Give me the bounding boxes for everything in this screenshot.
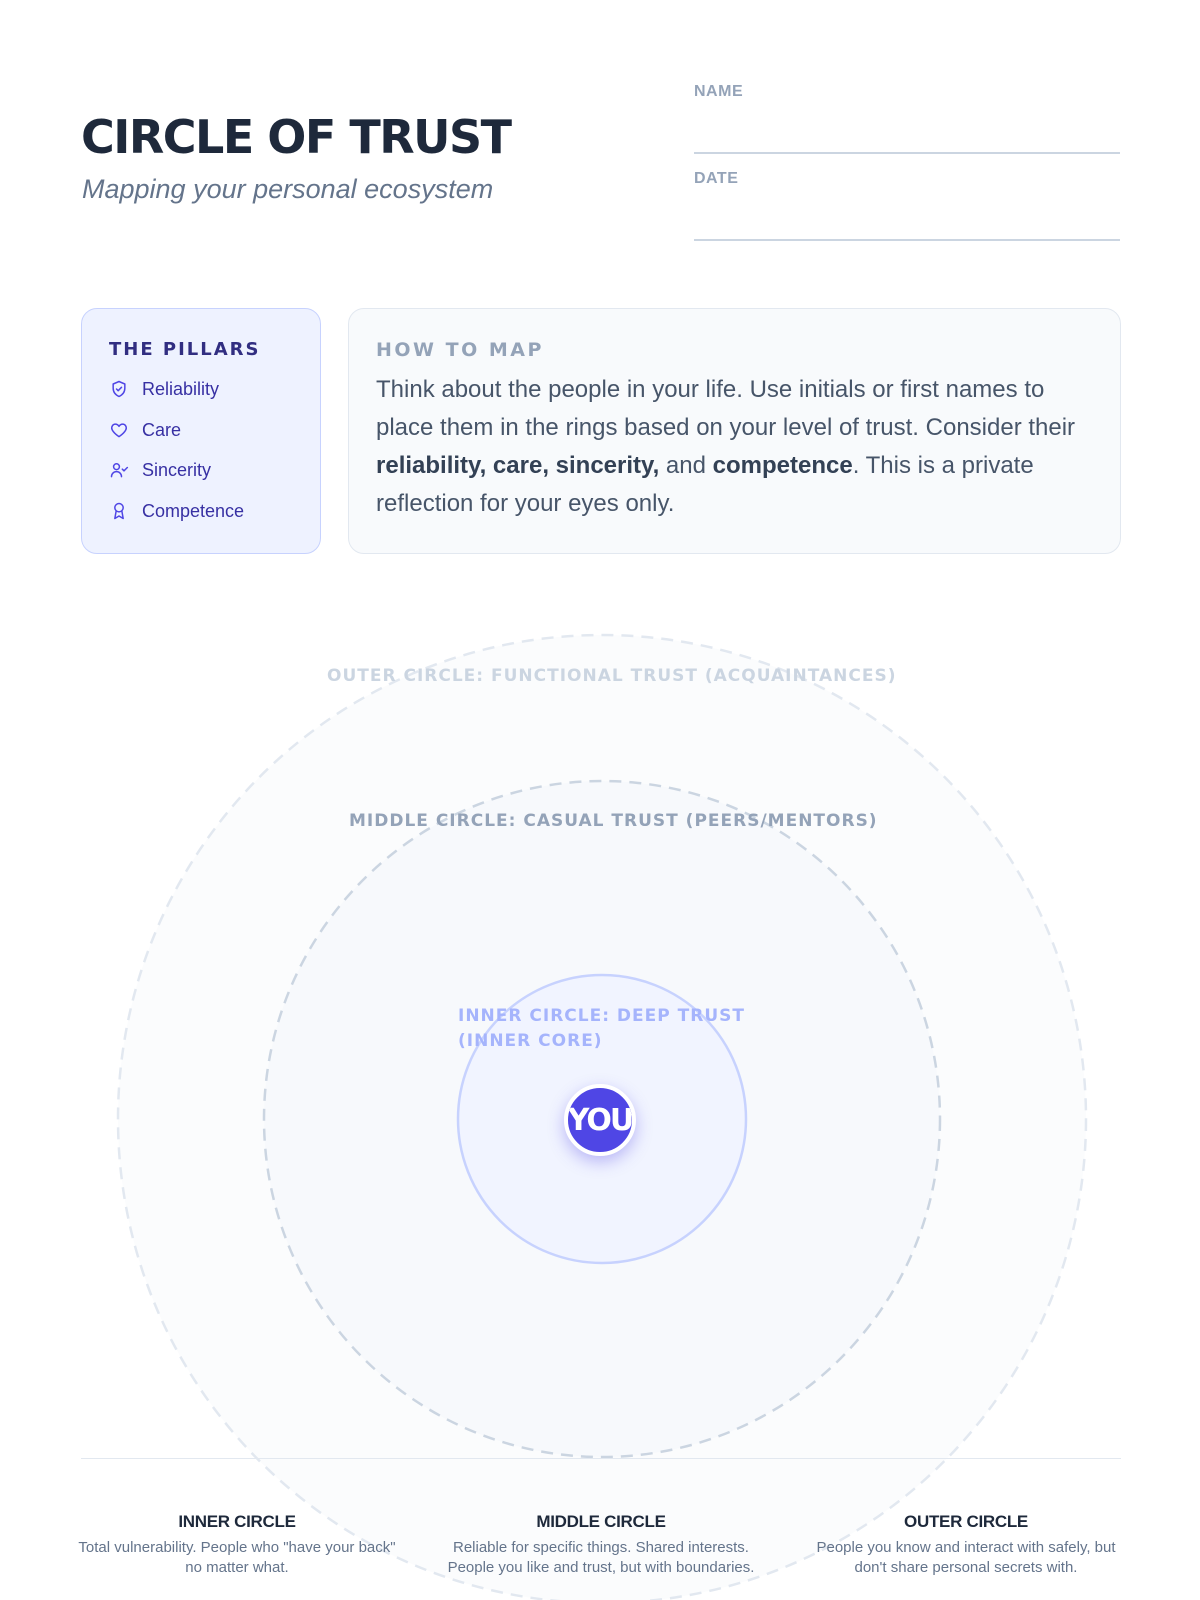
pillar-label: Care [142,419,182,440]
name-label: NAME [694,83,744,100]
legend-divider [81,1458,1121,1459]
pillar-sincerity: Sincerity [109,458,211,482]
how-to-title: HOW TO MAP [376,339,544,361]
pillar-care: Care [109,418,181,442]
legend-title: OUTER CIRCLE [904,1512,1028,1531]
you-badge: YOU [564,1084,636,1156]
you-label: YOU [567,1102,633,1138]
pillars-title: THE PILLARS [109,339,261,360]
how-to-card: HOW TO MAP Think about the people in you… [348,308,1121,554]
pillar-competence: Competence [109,499,244,523]
legend-middle: MIDDLE CIRCLE Reliable for specific thin… [441,1512,761,1578]
pillar-label: Reliability [142,378,220,399]
middle-circle-label: MIDDLE CIRCLE: CASUAL TRUST (PEERS/MENTO… [349,811,878,831]
legend-outer: OUTER CIRCLE People you know and interac… [806,1512,1126,1578]
legend-title: INNER CIRCLE [178,1512,296,1531]
pillar-label: Competence [142,500,245,521]
legend-inner: INNER CIRCLE Total vulnerability. People… [77,1512,397,1578]
pillars-card: THE PILLARS Reliability Care Sincerity C… [81,308,321,554]
page-title: CIRCLE OF TRUST [81,110,512,164]
page-subtitle: Mapping your personal ecosystem [82,174,494,204]
award-icon [114,502,124,520]
inner-circle-label: INNER CIRCLE: DEEP TRUST (INNER CORE) [458,1006,745,1051]
user-check-icon [110,463,129,478]
legend-text: Total vulnerability. People who "have yo… [78,1539,396,1576]
how-to-text: Think about the people in your life. Use… [376,376,1076,517]
outer-circle-label: OUTER CIRCLE: FUNCTIONAL TRUST (ACQUAINT… [327,666,897,686]
shield-check-icon [112,380,126,398]
legend-title: MIDDLE CIRCLE [536,1512,666,1531]
legend-text: People you know and interact with safely… [816,1539,1116,1576]
legend-text: Reliable for specific things. Shared int… [447,1539,755,1576]
date-field[interactable] [694,239,1120,241]
pillar-reliability: Reliability [109,377,219,401]
name-field[interactable] [694,152,1120,154]
heart-icon [110,423,128,438]
date-label: DATE [694,170,739,187]
pillar-label: Sincerity [142,459,212,480]
